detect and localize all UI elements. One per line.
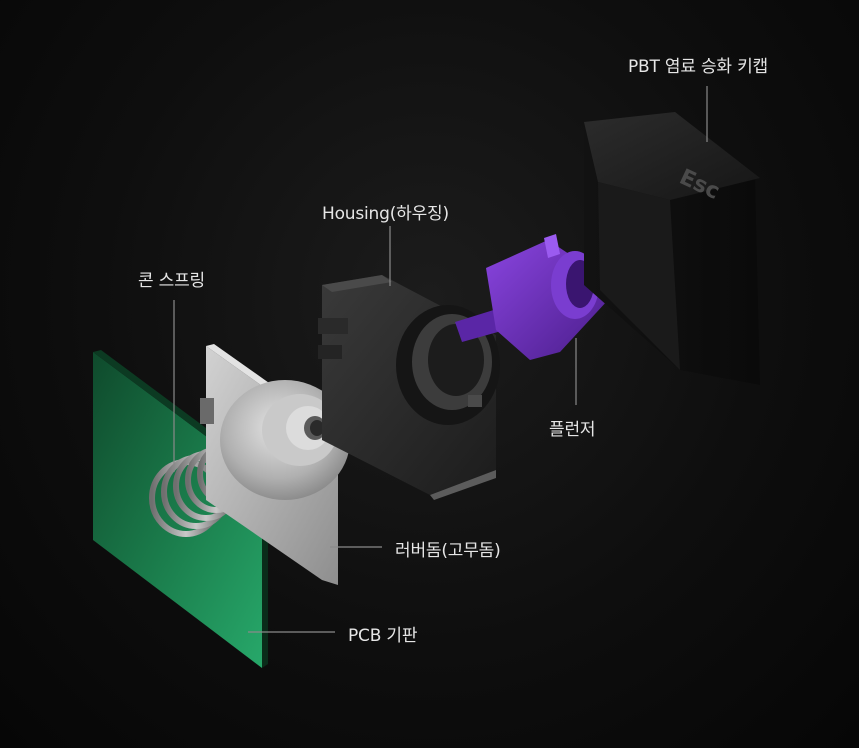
housing [318,275,500,500]
rubber-dome-label: 러버돔(고무돔) [395,541,501,561]
keycap: Esc [584,112,760,385]
plunger-label: 플런저 [549,420,596,440]
spring-label: 콘 스프링 [138,271,205,291]
keycap-label: PBT 염료 승화 키캡 [628,57,768,77]
rubber-dome [200,344,350,585]
leader-lines [173,86,708,633]
pcb-label: PCB 기판 [348,626,418,646]
housing-label: Housing(하우징) [322,204,449,224]
